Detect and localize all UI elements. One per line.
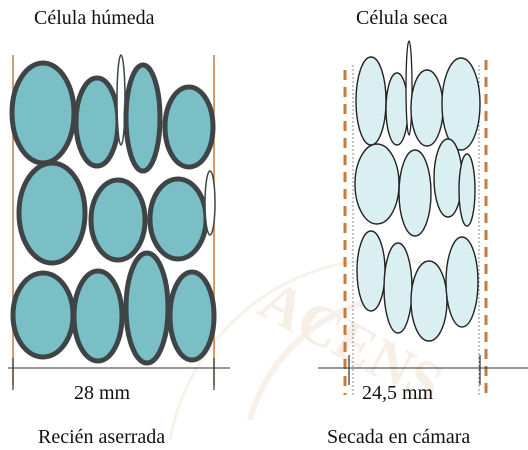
dry-cell-title: Célula seca — [356, 7, 448, 29]
dry-width-label: 24,5 mm — [362, 382, 433, 404]
wet-cell — [170, 272, 214, 360]
dry-cell — [357, 231, 385, 311]
wet-cell-collapsed — [205, 171, 215, 235]
dry-cell-collapsed — [406, 41, 412, 135]
wet-cell — [13, 273, 73, 357]
wet-width-label: 28 mm — [74, 382, 130, 404]
wet-cell-collapsed — [117, 55, 125, 145]
wet-cell — [126, 253, 168, 363]
dry-cell — [434, 139, 462, 217]
dry-cell — [411, 70, 443, 146]
wet-cell-group — [8, 55, 230, 390]
dry-cell — [459, 154, 475, 226]
dry-cell — [356, 57, 386, 145]
dry-cell — [399, 150, 431, 236]
wet-cell — [165, 87, 213, 167]
wet-cell — [74, 271, 122, 361]
dry-cell — [386, 73, 408, 145]
wet-cell — [150, 179, 206, 259]
dry-cell — [355, 144, 399, 224]
wet-caption: Recién aserrada — [38, 426, 165, 448]
wet-cell — [126, 65, 160, 171]
wet-cell — [12, 63, 74, 163]
dry-cell — [384, 243, 412, 333]
wet-cell — [76, 78, 118, 166]
wet-cell-title: Célula húmeda — [34, 7, 155, 29]
dry-caption: Secada en cámara — [327, 426, 470, 448]
wet-cell — [91, 180, 145, 260]
dry-cell — [411, 261, 447, 341]
dry-cell — [446, 237, 478, 327]
dry-cell — [442, 58, 480, 150]
wet-cell — [19, 163, 85, 263]
